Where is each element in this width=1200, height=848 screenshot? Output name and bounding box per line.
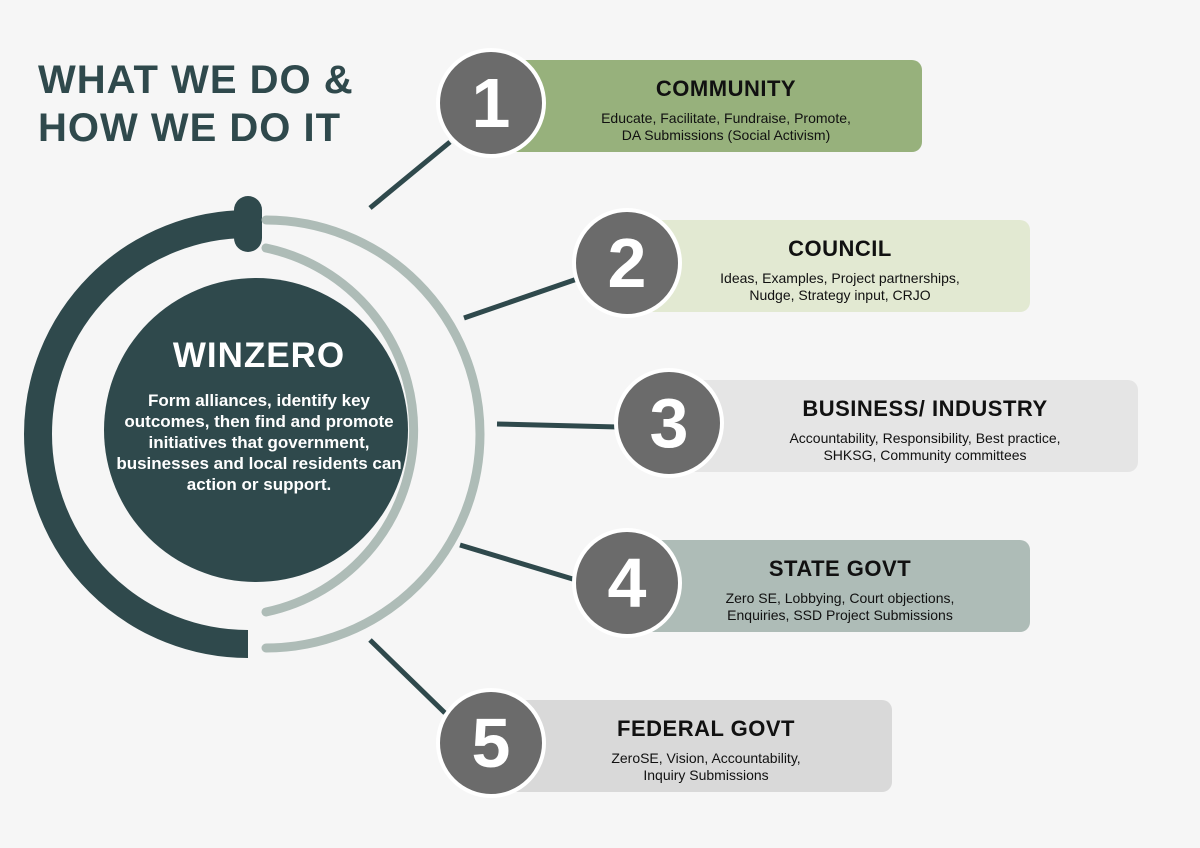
card-desc-line-2: DA Submissions (Social Activism) [621,127,831,143]
number-badge-5: 5 [436,688,546,798]
card-state-govt: STATE GOVT Zero SE, Lobbying, Court obje… [620,540,1030,632]
light-ring-outer [261,215,485,653]
card-title: COMMUNITY [655,76,797,101]
card-desc-line-2: SHKSG, Community committees [823,447,1027,463]
card-desc-line-1: ZeroSE, Vision, Accountability, [611,750,801,766]
center-text: WINZERO Form alliances, identify key out… [110,336,408,495]
card-desc-line-1: Zero SE, Lobbying, Court objections, [725,590,955,606]
connector-line-2 [463,275,581,321]
card-title: FEDERAL GOVT [617,716,795,741]
number-badge-1: 1 [436,48,546,158]
number-badge-4: 4 [572,528,682,638]
page-title: WHAT WE DO & HOW WE DO IT [38,56,354,152]
card-desc-line-1: Accountability, Responsibility, Best pra… [789,430,1061,446]
connector-line-3 [496,421,619,430]
connector-line-4 [459,542,577,583]
card-title: COUNCIL [788,236,892,261]
center-description: Form alliances, identify key outcomes, t… [116,391,402,494]
card-title: BUSINESS/ INDUSTRY [802,396,1048,421]
center-circle [104,278,408,582]
connector-line-5 [368,638,447,715]
card-title: STATE GOVT [768,556,912,581]
card-desc-line-2: Inquiry Submissions [643,767,769,783]
number-badge-3: 3 [614,368,724,478]
title-line-2: HOW WE DO IT [38,106,342,150]
card-business-industry: BUSINESS/ INDUSTRY Accountability, Respo… [662,380,1138,472]
card-desc-line-1: Educate, Facilitate, Fundraise, Promote, [601,110,851,126]
card-desc-line-1: Ideas, Examples, Project partnerships, [720,270,960,286]
title-line-1: WHAT WE DO & [38,58,354,102]
number-badge-2: 2 [572,208,682,318]
outer-dark-arc [24,210,249,658]
card-federal-govt: FEDERAL GOVT ZeroSE, Vision, Accountabil… [490,700,892,792]
center-name: WINZERO [172,336,346,375]
card-desc-line-2: Enquiries, SSD Project Submissions [727,607,953,623]
card-desc-line-2: Nudge, Strategy input, CRJO [749,287,931,303]
light-ring-inner [261,243,419,617]
card-council: COUNCIL Ideas, Examples, Project partner… [620,220,1030,312]
card-community: COMMUNITY Educate, Facilitate, Fundraise… [490,60,922,152]
connector-line-1 [368,140,452,210]
